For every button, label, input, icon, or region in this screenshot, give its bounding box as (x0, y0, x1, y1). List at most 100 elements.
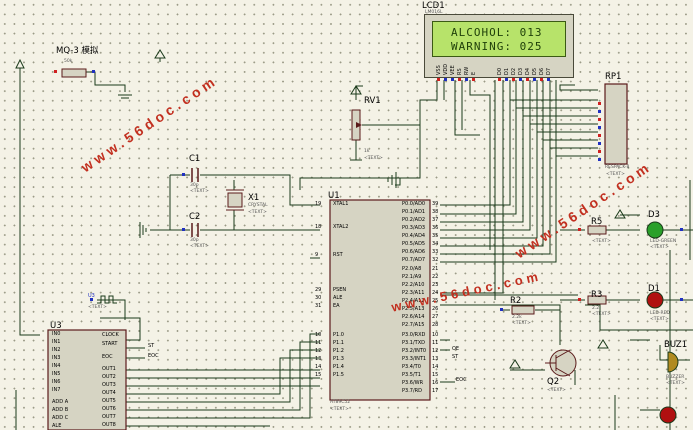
u1-pin-num: 25 (432, 298, 439, 304)
u1-pin-num: 14 (432, 364, 439, 370)
rp1-model: RESPACK-8 (605, 165, 630, 170)
u1-pin-num: 9 (315, 252, 319, 258)
u3-pin-name: IN2 (52, 347, 61, 353)
u1-pin-num: 36 (432, 225, 439, 231)
net-st-right: ST (452, 354, 459, 360)
u1-pin-num: 17 (432, 388, 439, 394)
lcd-pin-label: D2 (511, 67, 517, 75)
r5-text: <TEXT> (592, 239, 611, 244)
d3-text: <TEXT> (650, 245, 669, 250)
r2-text: <TEXT> (512, 321, 531, 326)
u3-pin-name: IN6 (52, 379, 61, 385)
u1-pin-name: ALE (333, 295, 343, 301)
c2-value: 30p (190, 238, 199, 243)
u1-pin-name: P1.0 (333, 332, 344, 338)
u3-pin-name: IN4 (52, 363, 61, 369)
u1-pin-name: P2.4/A12 (402, 298, 425, 304)
u1-pin-num: 18 (315, 224, 322, 230)
u1-pin-num: 21 (432, 266, 439, 272)
u1-pin-name: P1.3 (333, 356, 344, 362)
u1-pin-name: P2.7/A15 (402, 322, 425, 328)
q2-text: <TEXT> (547, 388, 566, 393)
u1-pin-num: 28 (432, 322, 439, 328)
u1-pin-num: 30 (315, 295, 322, 301)
u1-pin-name: P0.5/AD5 (402, 241, 426, 247)
lcd-pin-label: RS (457, 68, 463, 75)
clock-text: <TEXT> (88, 305, 107, 310)
lcd-pin-label: D0 (497, 67, 503, 75)
u3-pin-name: IN7 (52, 387, 61, 393)
lcd-pin-label: D6 (539, 67, 545, 75)
u3-pin-name: OUT4 (102, 390, 116, 396)
u1-pin-num: 38 (432, 209, 439, 215)
u1-pin-num: 27 (432, 314, 439, 320)
r5-ref: R5 (591, 217, 603, 227)
u1-pin-name: P3.0/RXD (402, 332, 426, 338)
c2-ref: C2 (189, 212, 201, 222)
c1-text: <TEXT> (190, 189, 209, 194)
sensor-value: 50k (64, 59, 73, 64)
r2-value: 2.2k (512, 315, 522, 320)
buz-model: BUZZER (666, 375, 685, 380)
u1-pin-num: 34 (432, 241, 439, 247)
u1-pin-num: 29 (315, 287, 322, 293)
u1-pin-num: 35 (432, 233, 439, 239)
d3-ref: D3 (648, 210, 660, 220)
u1-pin-name: P2.6/A14 (402, 314, 425, 320)
buz-ref: BUZ1 (664, 340, 688, 350)
u1-pin-name: P3.4/T0 (402, 364, 421, 370)
u1-pin-name: P0.2/AD2 (402, 217, 426, 223)
u1-pin-name: PSEN (333, 287, 347, 293)
x1-model: CRYSTAL (248, 203, 268, 208)
lcd-line-1: ALCOHOL: 013 (451, 26, 543, 39)
u1-model: AT89C52 (330, 400, 351, 405)
d3-model: LED-GREEN (650, 239, 677, 244)
u1-pin-name: RST (333, 252, 343, 258)
u1-pin-name: P3.1/TXD (402, 340, 425, 346)
u1-pin-num: 11 (432, 340, 439, 346)
u3-pin-name: ADD A (52, 399, 69, 405)
u1-pin-name: P1.4 (333, 364, 344, 370)
u3-pin-name: OUT2 (102, 374, 116, 380)
u1-pin-num: 22 (432, 274, 439, 280)
u3-pin-name: IN5 (52, 371, 61, 377)
u3-pin-name: IN3 (52, 355, 61, 361)
r3-ref: R3 (591, 290, 603, 300)
r2-ref: R2 (510, 296, 522, 306)
u1-ref: U1 (328, 191, 340, 201)
sensor-label: MQ-3 模拟 (56, 46, 99, 56)
d1-model: LED-RED (650, 311, 670, 316)
u3-pin-name: ALE (52, 423, 62, 429)
net-st: ST (148, 343, 155, 349)
u1-pin-name: P0.3/AD3 (402, 225, 426, 231)
u3-pin-name: OUT8 (102, 422, 116, 428)
u1-pin-num: 13 (315, 356, 322, 362)
lcd-ref: LCD1 (422, 1, 445, 11)
c1-value: 30p (190, 183, 199, 188)
u1-pin-name: P2.1/A9 (402, 274, 422, 280)
u1-pin-num: 11 (315, 340, 322, 346)
rv1-value: 1k (364, 149, 370, 154)
u1-pin-num: 23 (432, 282, 439, 288)
lcd-pin-label: VSS (436, 65, 442, 75)
u1-pin-name: P3.7/RD (402, 388, 422, 394)
net-eoc-right: EOC (456, 377, 467, 383)
u1-pin-name: P0.1/AD1 (402, 209, 426, 215)
u1-pin-num: 39 (432, 201, 439, 207)
u1-pin-num: 32 (432, 257, 439, 263)
d1-ref: D1 (648, 284, 660, 294)
u1-pin-name: P2.3/A11 (402, 290, 425, 296)
rv1-ref: RV1 (364, 96, 381, 106)
c2-text: <TEXT> (190, 244, 209, 249)
rv1-text: <TEXT> (364, 156, 383, 161)
u3-pin-name: OUT6 (102, 406, 116, 412)
u3-pin-name: ADD B (52, 407, 69, 413)
u1-pin-num: 12 (432, 348, 439, 354)
u3-ref: U3 (50, 321, 62, 331)
lcd-pin-label: D4 (525, 67, 531, 75)
c1-ref: C1 (189, 154, 201, 164)
u1-pin-num: 33 (432, 249, 439, 255)
u1-pin-num: 15 (315, 372, 322, 378)
lcd-screen: ALCOHOL: 013 WARNING: 025 (432, 21, 566, 57)
